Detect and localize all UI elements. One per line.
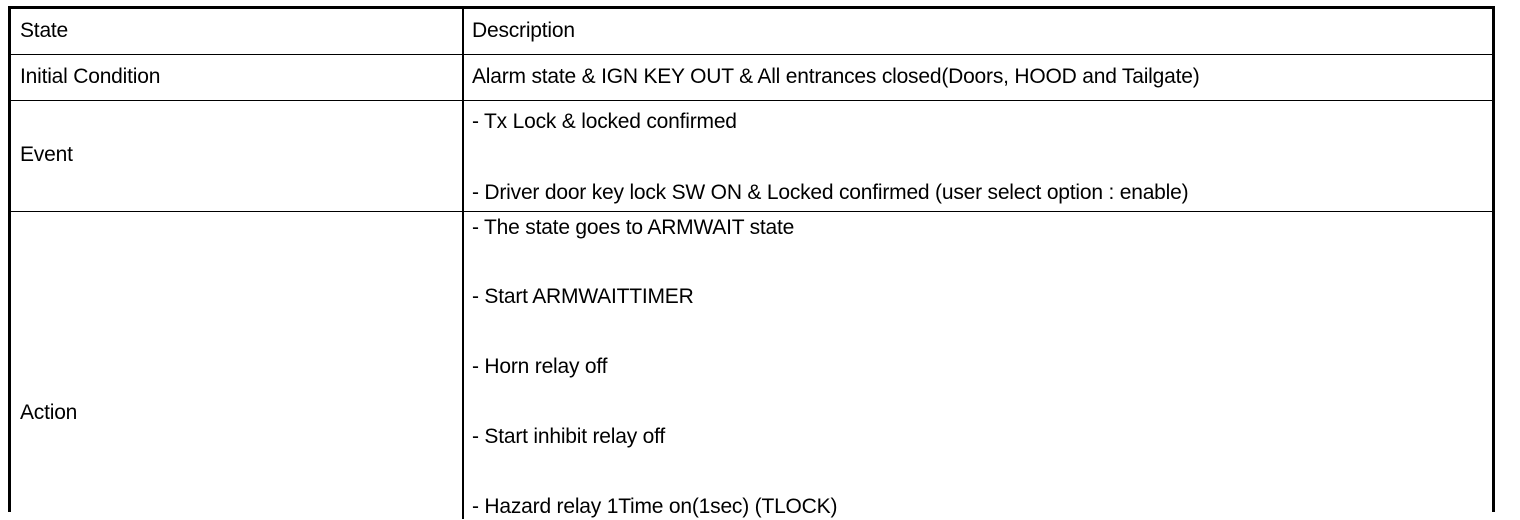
table-row: Action - The state goes to ARMWAIT state… <box>11 210 1492 520</box>
row-description-initial-condition: Alarm state & IGN KEY OUT & All entrance… <box>462 53 1492 101</box>
action-bullet-list: - The state goes to ARMWAIT state - Star… <box>464 212 1492 520</box>
row-label-initial-condition: Initial Condition <box>11 53 464 101</box>
column-header-description: Description <box>472 18 575 42</box>
list-item: - The state goes to ARMWAIT state <box>472 215 795 239</box>
list-item: - Start inhibit relay off <box>472 424 666 448</box>
table-row: Event - Tx Lock & locked confirmed - Dri… <box>11 99 1492 212</box>
description-line: Alarm state & IGN KEY OUT & All entrance… <box>472 64 1200 88</box>
header-cell-description: Description <box>462 9 1492 55</box>
list-item: - Horn relay off <box>472 355 608 379</box>
row-label-action: Action <box>11 210 464 520</box>
table-row: Initial Condition Alarm state & IGN KEY … <box>11 53 1492 101</box>
spec-table-grid: State Description Initial Condition Alar… <box>11 9 1492 520</box>
state-specification-table: State Description Initial Condition Alar… <box>8 6 1495 520</box>
row-label-event: Event <box>11 99 464 212</box>
state-label: Event <box>20 143 73 167</box>
list-item: - Driver door key lock SW ON & Locked co… <box>472 180 1189 204</box>
list-item: - Tx Lock & locked confirmed <box>472 109 737 133</box>
row-description-action: - The state goes to ARMWAIT state - Star… <box>462 210 1492 520</box>
list-item: - Hazard relay 1Time on(1sec) (TLOCK) <box>472 494 838 518</box>
row-description-event: - Tx Lock & locked confirmed - Driver do… <box>462 99 1492 212</box>
state-label: Action <box>20 401 78 425</box>
column-header-state: State <box>20 18 69 42</box>
header-cell-state: State <box>11 9 464 55</box>
list-item: - Start ARMWAITTIMER <box>472 285 694 309</box>
event-bullet-list: - Tx Lock & locked confirmed - Driver do… <box>464 106 1492 206</box>
state-label: Initial Condition <box>20 64 161 88</box>
table-header-row: State Description <box>11 9 1492 55</box>
